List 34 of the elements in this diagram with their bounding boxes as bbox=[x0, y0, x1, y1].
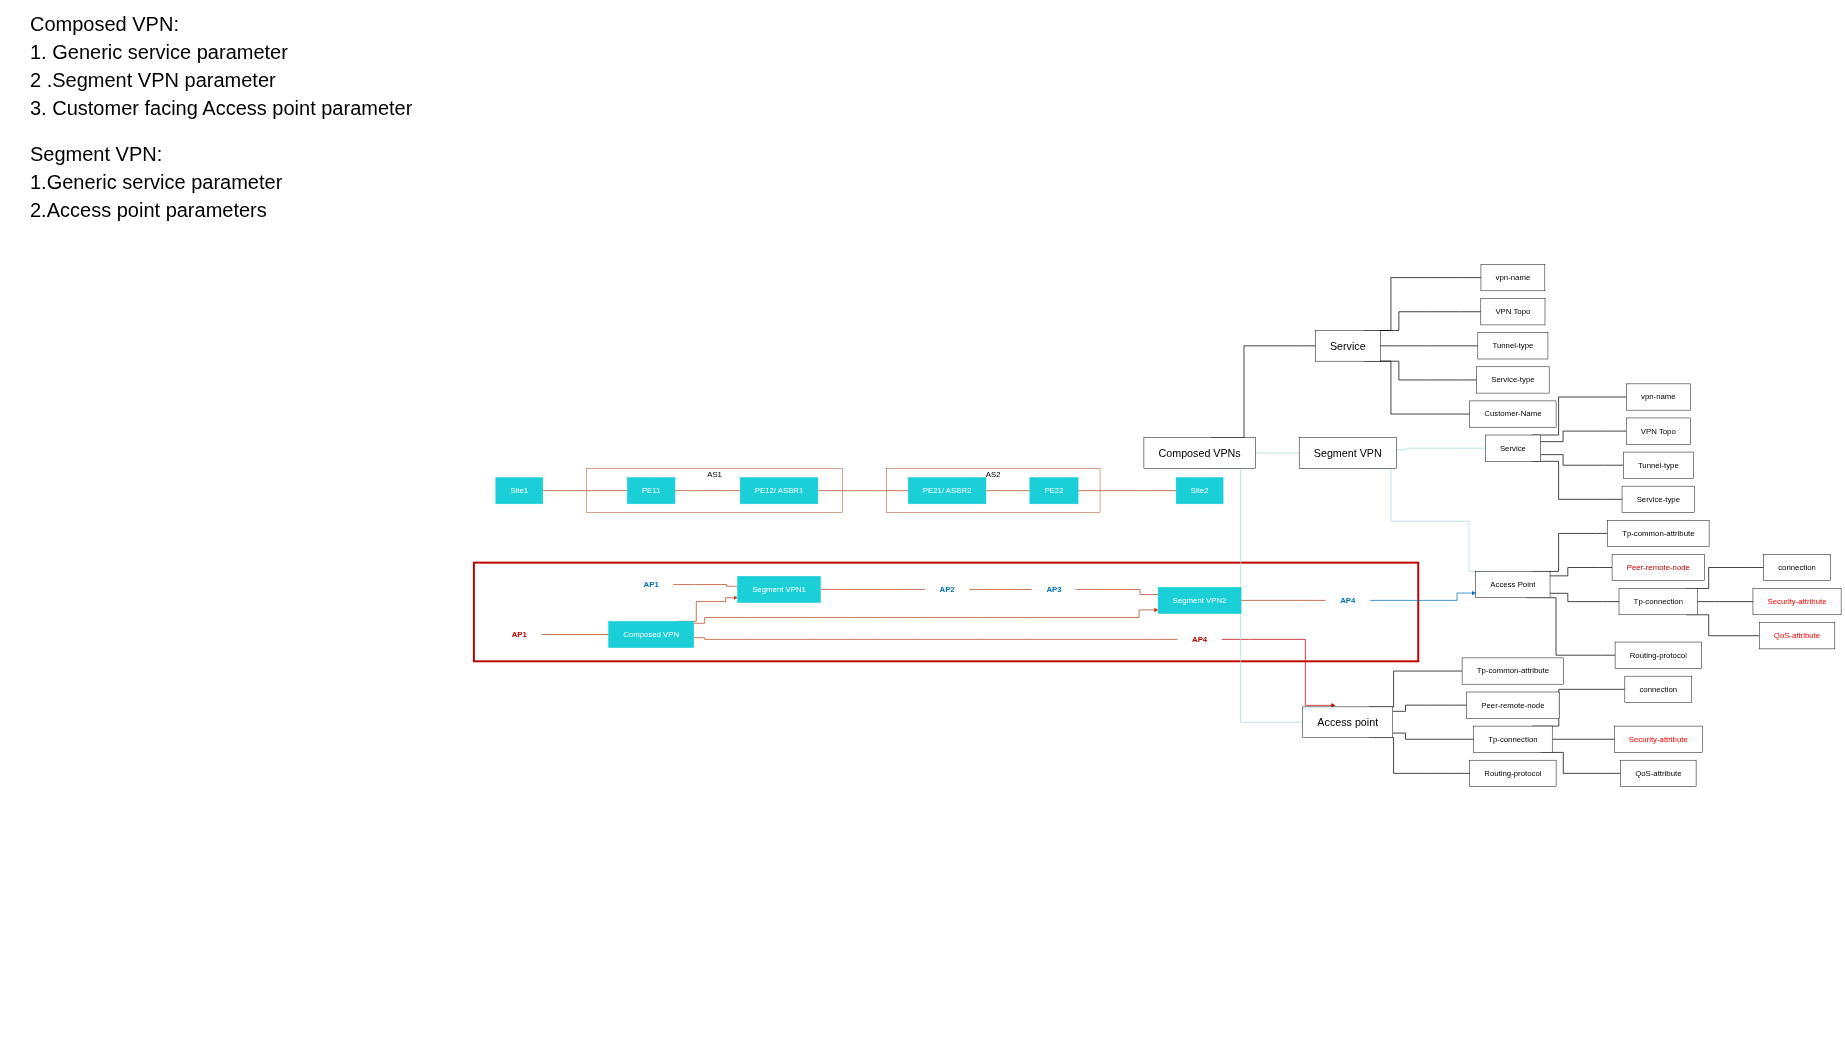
note-text: 2.Access point parameters bbox=[30, 198, 268, 223]
note-text: 3. Customer facing Access point parameter bbox=[30, 96, 414, 121]
note-text: Segment VPN: bbox=[30, 142, 164, 167]
connector bbox=[1540, 430, 1627, 443]
connector bbox=[1075, 589, 1159, 595]
connector bbox=[1392, 704, 1467, 712]
node-box: Segment VPN bbox=[1298, 437, 1397, 469]
connector bbox=[1254, 452, 1300, 454]
note-text: 2 .Segment VPN parameter bbox=[30, 68, 277, 93]
connector bbox=[1540, 454, 1624, 466]
node-box: Service bbox=[1315, 330, 1381, 362]
connector bbox=[817, 490, 909, 492]
connector bbox=[1240, 600, 1326, 601]
node-box: Composed VPNs bbox=[1143, 437, 1256, 469]
connector bbox=[673, 584, 738, 587]
connector bbox=[820, 589, 926, 590]
connector bbox=[541, 634, 609, 635]
connector bbox=[542, 490, 628, 492]
note-text: 1.Generic service parameter bbox=[30, 170, 284, 195]
connector bbox=[1395, 447, 1486, 451]
note-text: 1. Generic service parameter bbox=[30, 40, 289, 65]
connector bbox=[968, 589, 1033, 590]
connector bbox=[1549, 567, 1613, 577]
connector bbox=[1379, 311, 1482, 331]
note-text: Composed VPN: bbox=[30, 12, 180, 37]
connector bbox=[1392, 732, 1474, 740]
node-box: Access point bbox=[1302, 706, 1393, 738]
cluster bbox=[472, 561, 1420, 663]
connector bbox=[693, 637, 1178, 640]
connector bbox=[1549, 592, 1620, 602]
connector bbox=[674, 490, 741, 492]
connector bbox=[1697, 601, 1754, 602]
connector bbox=[985, 490, 1031, 492]
connector bbox=[1077, 490, 1177, 492]
